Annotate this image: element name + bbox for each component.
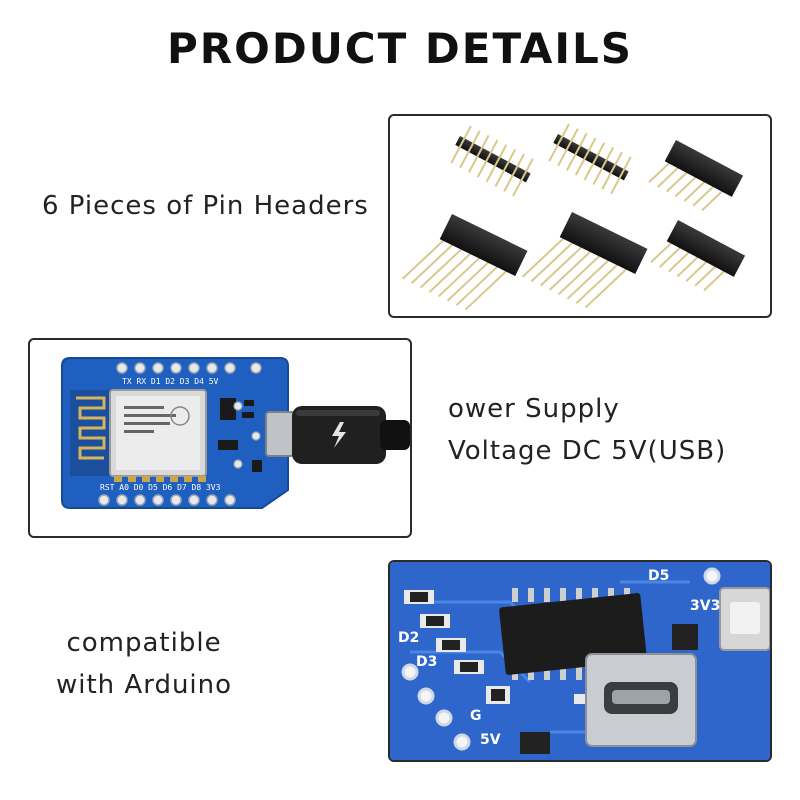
- silk-label-d2: D2: [398, 630, 419, 646]
- closeup-board-panel: D2 D3 G 5V 3V3 D5: [388, 560, 772, 762]
- compat-caption-line1: compatible: [66, 628, 222, 658]
- usb-bolt-icon: [332, 422, 346, 448]
- power-caption-line1: ower Supply: [448, 394, 620, 424]
- wemos-board-illustration: TX RX D1 D2 D3 D4 5V RST A0 D0 D5 D6 D7 …: [61, 357, 410, 509]
- micro-usb-port: [585, 653, 697, 747]
- male-pin-header: [450, 125, 534, 197]
- male-pin-header: [548, 123, 632, 195]
- board-closeup-illustration: D2 D3 G 5V 3V3 D5: [390, 562, 770, 760]
- board-bottom-pin-labels: RST A0 D0 D5 D6 D7 D8 3V3: [100, 483, 221, 492]
- female-pin-header: [650, 220, 746, 292]
- silk-label-3v3: 3V3: [690, 598, 720, 614]
- board-top-pin-labels: TX RX D1 D2 D3 D4 5V: [122, 377, 219, 386]
- silk-label-g: G: [470, 708, 482, 724]
- page-title: PRODUCT DETAILS: [167, 24, 633, 73]
- female-long-pin-header: [401, 214, 528, 311]
- silk-label-d5: D5: [648, 568, 669, 584]
- silk-label-d3: D3: [416, 654, 437, 670]
- reset-button-component: [719, 587, 770, 651]
- pin-headers-caption: 6 Pieces of Pin Headers: [42, 191, 369, 221]
- female-long-pin-header: [521, 212, 648, 309]
- power-board-panel: TX RX D1 D2 D3 D4 5V RST A0 D0 D5 D6 D7 …: [28, 338, 412, 538]
- compat-caption-line2: with Arduino: [56, 670, 233, 700]
- silk-label-5v: 5V: [480, 732, 501, 748]
- female-pin-header: [648, 140, 744, 212]
- smd-components: [404, 590, 698, 754]
- power-caption-line2: Voltage DC 5V(USB): [448, 436, 727, 466]
- compat-caption: compatible with Arduino: [56, 622, 232, 706]
- power-caption: ower Supply Voltage DC 5V(USB): [448, 388, 726, 472]
- pin-headers-panel: [388, 114, 772, 318]
- pin-headers-illustration: [401, 123, 746, 311]
